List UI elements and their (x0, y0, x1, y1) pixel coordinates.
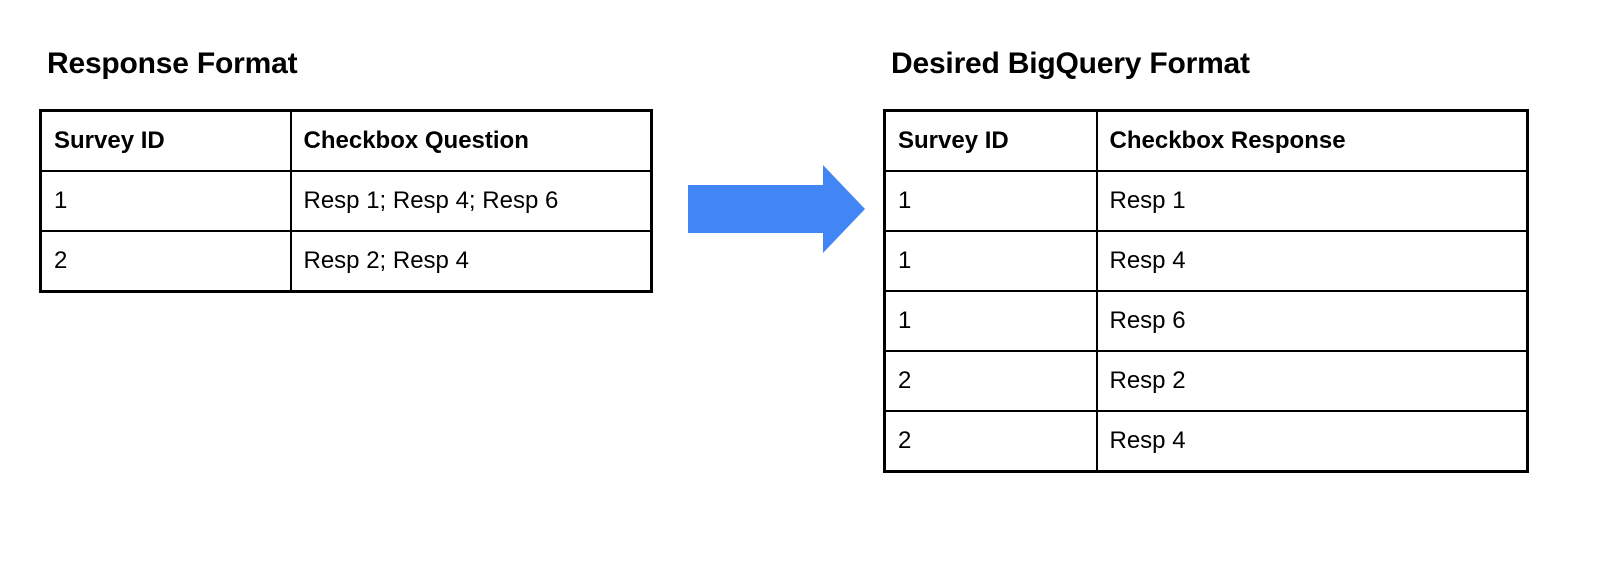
table-row: 2 Resp 2; Resp 4 (39, 230, 653, 293)
cell-survey-id: 1 (883, 290, 1098, 352)
cell-survey-id: 1 (883, 170, 1098, 232)
cell-survey-id: 2 (39, 230, 292, 293)
table-row: 1 Resp 4 (883, 230, 1529, 292)
table-header-row: Survey ID Checkbox Response (883, 109, 1529, 172)
table-header-row: Survey ID Checkbox Question (39, 109, 653, 172)
cell-survey-id: 2 (883, 350, 1098, 412)
column-header-checkbox-question: Checkbox Question (289, 109, 653, 172)
cell-checkbox-response: Resp 4 (1095, 410, 1529, 473)
cell-checkbox-response: Resp 4 (1095, 230, 1529, 292)
column-header-checkbox-response: Checkbox Response (1095, 109, 1529, 172)
cell-survey-id: 2 (883, 410, 1098, 473)
cell-checkbox-question: Resp 1; Resp 4; Resp 6 (289, 170, 653, 232)
table-row: 1 Resp 1; Resp 4; Resp 6 (39, 170, 653, 232)
cell-survey-id: 1 (39, 170, 292, 232)
page-title-response-format: Response Format (47, 47, 298, 80)
desired-bigquery-format-table: Survey ID Checkbox Response 1 Resp 1 1 R… (883, 109, 1529, 473)
table-row: 2 Resp 4 (883, 410, 1529, 473)
response-format-panel: Response Format Survey ID Checkbox Quest… (39, 44, 653, 293)
cell-checkbox-response: Resp 6 (1095, 290, 1529, 352)
cell-survey-id: 1 (883, 230, 1098, 292)
cell-checkbox-response: Resp 2 (1095, 350, 1529, 412)
table-row: 2 Resp 2 (883, 350, 1529, 412)
column-header-survey-id: Survey ID (39, 109, 292, 172)
column-header-survey-id: Survey ID (883, 109, 1098, 172)
page-title-desired-bigquery-format: Desired BigQuery Format (891, 47, 1250, 80)
cell-checkbox-question: Resp 2; Resp 4 (289, 230, 653, 293)
response-format-table: Survey ID Checkbox Question 1 Resp 1; Re… (39, 109, 653, 293)
table-row: 1 Resp 1 (883, 170, 1529, 232)
arrow-right-icon (680, 165, 865, 253)
table-row: 1 Resp 6 (883, 290, 1529, 352)
desired-bigquery-format-panel: Desired BigQuery Format Survey ID Checkb… (883, 44, 1529, 473)
cell-checkbox-response: Resp 1 (1095, 170, 1529, 232)
